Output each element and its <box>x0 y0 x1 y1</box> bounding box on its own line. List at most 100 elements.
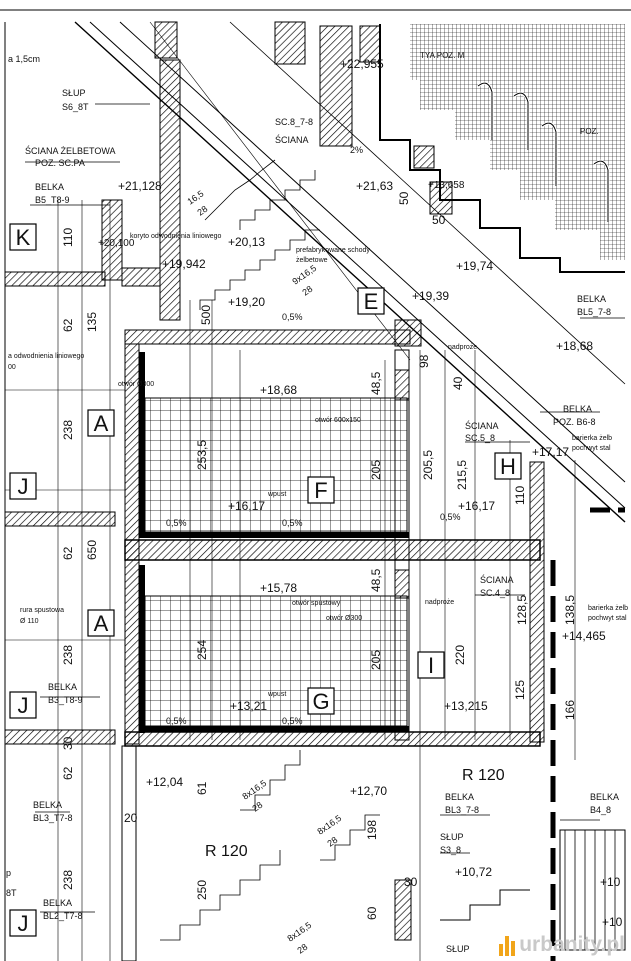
axis-box-a2 <box>87 609 115 637</box>
elevation-7: +19,39 <box>412 289 449 303</box>
radius-2: R 120 <box>205 843 248 860</box>
axis-k: K <box>16 225 31 250</box>
room-F-mesh <box>144 397 408 533</box>
koryto: koryto odwodnienia liniowego <box>130 233 222 240</box>
nadproze-2: nadproże <box>425 599 454 606</box>
upper-stair <box>199 159 320 310</box>
dim-14: 205,5 <box>421 450 435 480</box>
dim-13: 205 <box>369 650 383 670</box>
dim-28: 50 <box>432 213 446 227</box>
dim-5: 62 <box>61 546 75 560</box>
barierka-2: barierka żelb <box>588 605 628 612</box>
axis-h: H <box>500 454 516 479</box>
watermark-text: urbanity.pl <box>519 933 625 956</box>
elevation-24: +10 <box>602 915 623 929</box>
elevation-18: +13,215 <box>444 699 488 713</box>
axis-box-j2 <box>9 691 37 719</box>
dim-17: 220 <box>453 645 467 665</box>
axis-box-k <box>9 223 37 251</box>
dim-8: 62 <box>61 766 75 780</box>
dim-48: 8x16,5 <box>315 813 343 837</box>
slab-upper <box>124 329 411 345</box>
dim-1: 110 <box>61 228 75 247</box>
dim-35: 2% <box>350 145 363 155</box>
dim-15: 215,5 <box>455 460 469 490</box>
elevation-10: +21,63 <box>356 179 393 193</box>
top-note: a 1,5cm <box>8 54 40 64</box>
wall-right <box>529 461 545 743</box>
belka-bl37: BELKA <box>445 792 474 802</box>
axis-i: I <box>428 653 434 678</box>
wall-1-code: POZ. SC.PA <box>35 158 85 168</box>
dim-32: 48,5 <box>369 568 383 592</box>
belka-bl3: BELKA <box>33 800 62 810</box>
dim-31: 48,5 <box>369 371 383 395</box>
slup-1-code: S6_8T <box>62 102 89 112</box>
dim-23: 198 <box>365 820 379 840</box>
rura-1: rura spustowa <box>20 607 64 614</box>
dim-52: 30 <box>61 736 75 750</box>
elevation-11: +22,955 <box>340 57 384 71</box>
axis-box-h <box>494 452 522 480</box>
dim-24: 60 <box>365 906 379 920</box>
dim-38: 0,5% <box>282 518 303 528</box>
wpust-1: wpust <box>267 491 286 498</box>
elevation-3: +20,100 <box>98 238 135 249</box>
lower-stair <box>160 750 380 941</box>
dim-22: 250 <box>195 880 209 900</box>
axis-box-i <box>417 651 445 679</box>
dim-12: 205 <box>369 460 383 480</box>
axis-box-g <box>307 687 335 715</box>
belka-bl5-code: BL5_7-8 <box>577 307 611 317</box>
wall-left <box>124 343 140 745</box>
otwor-1: otwór Ø300 <box>118 381 154 388</box>
dim-50: 8x16,5 <box>285 920 313 944</box>
elevation-2: +20,13 <box>228 235 265 249</box>
belka-bl2: BELKA <box>43 898 72 908</box>
tya-poz: TYA POZ. M <box>420 51 465 60</box>
prefab-2: żelbetowe <box>296 257 328 264</box>
odw-2: 00 <box>8 364 16 371</box>
bar-chart-icon <box>499 934 516 956</box>
slab-middle <box>124 539 541 561</box>
dimension-lines <box>5 200 576 961</box>
belka-b3-code: B3_T8-9 <box>48 695 83 705</box>
sc1: SC.8_7-8 <box>275 117 313 127</box>
label-8t: 8T <box>6 888 17 898</box>
dim-29: 40 <box>451 376 465 390</box>
watermark: urbanity.pl <box>499 933 625 957</box>
dim-27: 50 <box>397 191 411 205</box>
dim-19: 138,5 <box>563 595 577 625</box>
axis-j2: J <box>18 693 29 718</box>
axis-g: G <box>312 689 329 714</box>
axis-j3: J <box>18 911 29 936</box>
dim-40: 0,5% <box>282 716 303 726</box>
belka-b4: BELKA <box>590 792 619 802</box>
dim-16: 110 <box>513 486 527 505</box>
belka-bl5: BELKA <box>577 294 606 304</box>
poz: POZ. <box>580 127 599 136</box>
slup-s3-code: S3_8 <box>440 845 461 855</box>
elevation-6: +19,74 <box>456 259 493 273</box>
wall-1: ŚCIANA ŻELBETOWA <box>25 145 116 156</box>
dim-44: 9x16,5 <box>290 263 318 287</box>
elevation-17: +13,21 <box>230 699 267 713</box>
elevation-19: +14,465 <box>562 629 606 643</box>
elevation-13: +17,17 <box>532 445 569 459</box>
otwor-3: otwór spustowy <box>292 600 341 607</box>
belka-b6: BELKA <box>563 404 592 414</box>
dim-45: 28 <box>300 284 314 298</box>
dim-43: 28 <box>195 204 209 218</box>
elevation-1: +21,128 <box>118 179 162 193</box>
barierka-1: barierka żelb <box>572 435 612 442</box>
odw: a odwodnienia liniowego <box>8 353 84 360</box>
dim-39: 0,5% <box>166 716 187 726</box>
elevation-14: +16,17 <box>228 499 265 513</box>
dim-11: 254 <box>195 640 209 660</box>
axis-f: F <box>314 478 327 503</box>
belka-bl37-code: BL3_7-8 <box>445 805 479 815</box>
elevation-8: +18,68 <box>260 383 297 397</box>
dim-6: 650 <box>85 540 99 560</box>
dim-21: 166 <box>563 700 577 720</box>
